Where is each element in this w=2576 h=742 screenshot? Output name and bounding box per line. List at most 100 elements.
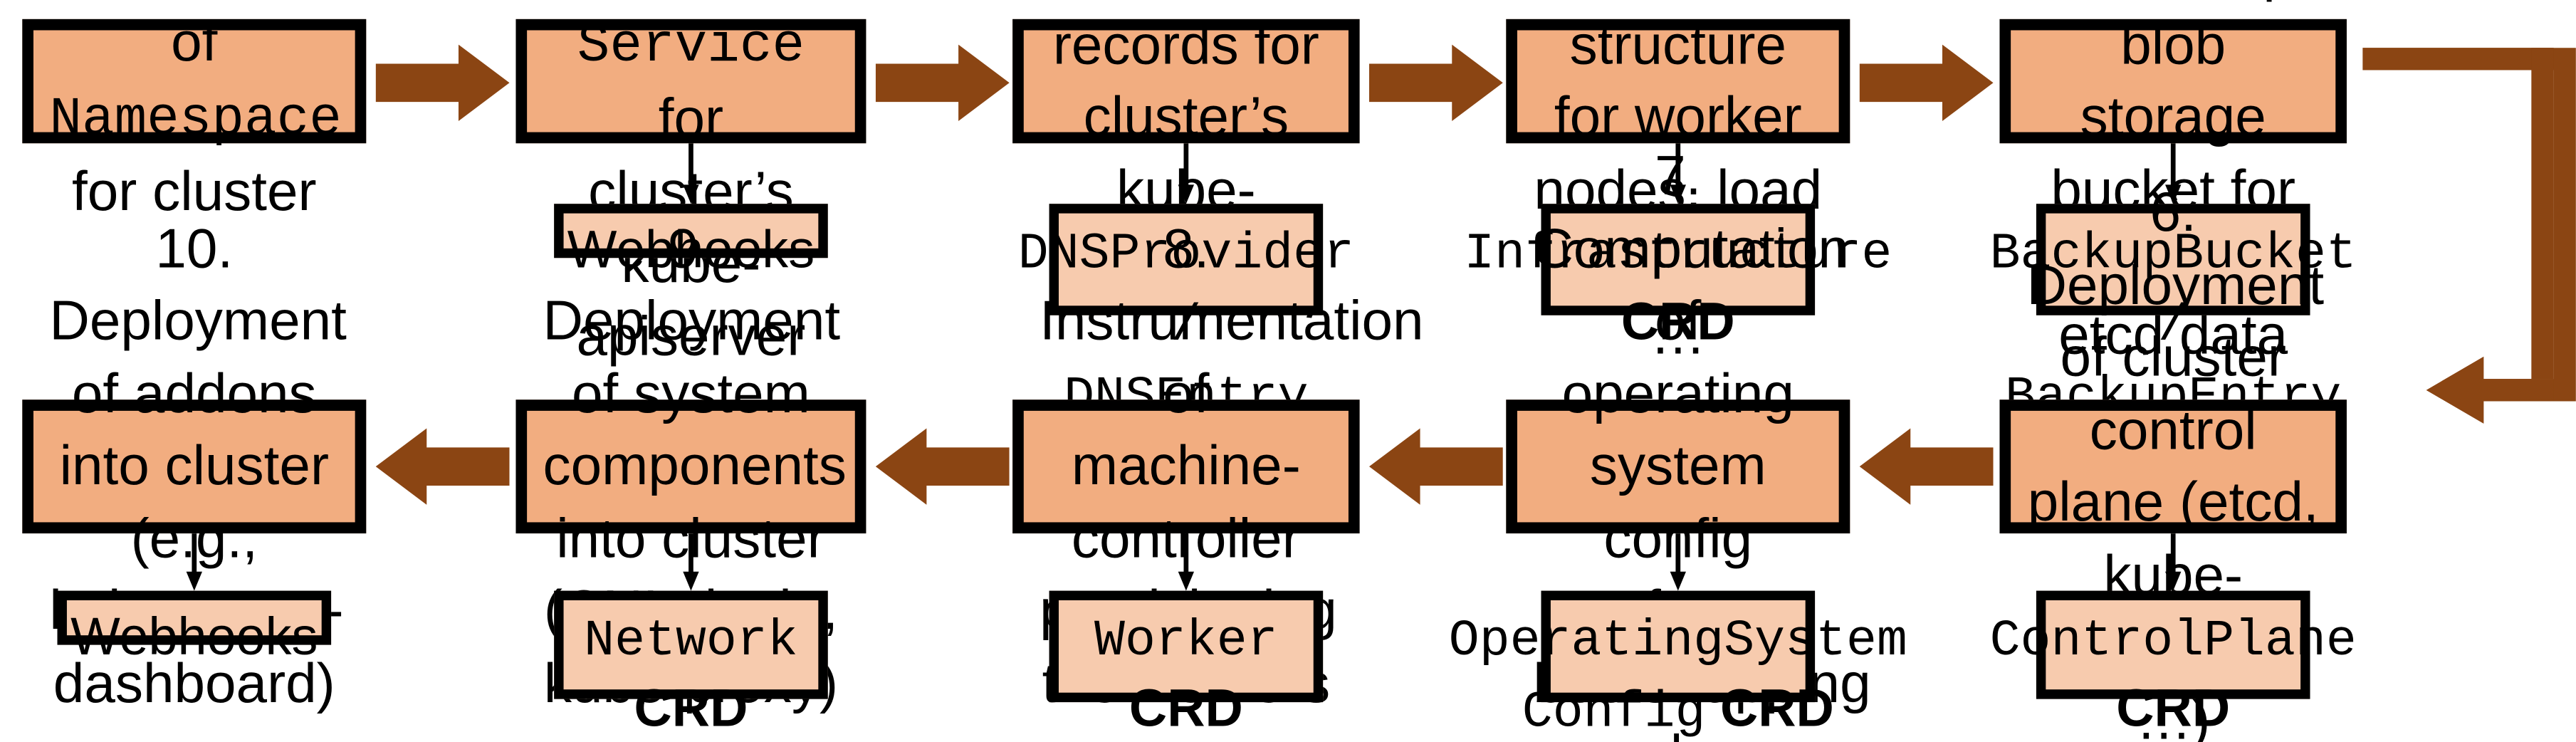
text-run: for (658, 88, 724, 150)
flow-arrow-4-to-5 (1859, 44, 1994, 121)
text-line: Infrastructure (1464, 216, 1892, 288)
text-run: 7. Computation of (1533, 145, 1850, 352)
text-run: BackupBucket / (1989, 224, 2357, 355)
text-line: CRD (1094, 675, 1278, 742)
text-run: 9. Deployment of system (543, 217, 841, 425)
text-line: Webhooks (567, 216, 815, 283)
text-run: 4. Preparation of infra- (1534, 0, 1822, 3)
text-run: Namespace (49, 90, 342, 151)
sub-box-6-cell-1: ControlPlane CRD (1990, 600, 2357, 742)
step-1-text: 1. Creation of Namespace for cluster (49, 0, 342, 229)
flow-arrow-wrap-row1-to-row2 (2362, 48, 2576, 459)
flow-arrow-3-to-4 (1369, 44, 1503, 121)
text-run: Webhooks (70, 606, 318, 666)
text-line: balancer Service for (543, 0, 839, 156)
text-line: Webhooks (70, 603, 318, 670)
text-line: structure for worker (1533, 9, 1823, 153)
text-line: CRD (1464, 288, 1892, 355)
text-run: DNSProvider / (1017, 224, 1355, 355)
text-run: 1. Creation of (58, 0, 330, 74)
flow-arrow-8-to-9 (875, 428, 1010, 505)
text-run: CRD (634, 678, 748, 738)
text-line: ControlPlane CRD (1990, 603, 2357, 742)
sub-box-10-cell-1: Webhooks (67, 600, 322, 674)
text-run: balancer (584, 0, 797, 1)
text-line: 3. Creation of DNS (1040, 0, 1332, 9)
text-line: Config CRD (1449, 675, 1907, 742)
text-run: structure for worker (1554, 14, 1802, 148)
text-line: operating system config (1533, 358, 1823, 575)
sub-box-2[interactable]: Webhooks (554, 204, 828, 278)
text-line: for cluster (49, 156, 339, 229)
step-box-8[interactable]: 8. Instrumentation ofmachine-controllerp… (1012, 218, 1424, 714)
text-run: CRD (1705, 678, 1834, 738)
connector-step4-to-sub4 (1667, 143, 1689, 204)
text-run: Network (584, 611, 798, 671)
flow-arrow-6-to-7 (1859, 428, 1994, 505)
text-line: 6. Deployment of cluster (2026, 177, 2324, 394)
sub-box-9-cell-1: Network CRD (564, 600, 819, 742)
sub-box-3[interactable]: DNSProvider /DNSEntry CRD (1018, 204, 1354, 493)
sub-box-9[interactable]: Network CRD Webhooks (554, 590, 828, 737)
connector-step2-to-sub2 (680, 143, 702, 204)
text-line: control plane (etcd, (2026, 394, 2319, 538)
text-line: Namespace (49, 79, 342, 156)
text-run: CRD (1129, 678, 1243, 738)
text-line: OperatingSystem (1449, 603, 1907, 675)
text-run: 8. Instrumentation of (1040, 217, 1424, 425)
flow-arrow-2-to-3 (875, 44, 1010, 121)
text-run: OperatingSystem (1448, 611, 1907, 671)
step-box-5[interactable]: 5. Preparation of backupblob storage buc… (1999, 0, 2347, 365)
text-run: Infrastructure (1464, 224, 1892, 284)
text-run: operating system config (1561, 362, 1794, 570)
text-run: 5. Preparation of backup (2029, 0, 2318, 3)
sub-box-2-cell-1: Webhooks (564, 214, 819, 287)
flow-arrow-7-to-8 (1369, 428, 1503, 505)
step-box-3[interactable]: 3. Creation of DNSrecords for cluster’sk… (1012, 0, 1360, 293)
text-line: 1. Creation of (49, 0, 339, 79)
text-run: CRD (2116, 678, 2231, 738)
text-run: CRD (1621, 291, 1735, 350)
connector-step8-to-sub8 (1175, 533, 1197, 591)
connector-step7-to-sub7 (1667, 533, 1689, 591)
text-run: Webhooks (567, 219, 815, 279)
text-line: records for cluster’s (1040, 9, 1332, 153)
text-run: control plane (etcd, (2027, 399, 2319, 534)
text-run: Service (577, 17, 805, 78)
text-line: 5. Preparation of backup (2026, 0, 2319, 9)
flow-arrow-9-to-10 (375, 428, 510, 505)
text-line: into cluster (e.g., (49, 430, 339, 575)
text-line: BackupBucket / (1990, 216, 2357, 360)
step-box-2[interactable]: 2. Creation of loadbalancer Service forc… (515, 0, 866, 367)
text-run: ControlPlane (1989, 611, 2357, 671)
text-run: Worker (1094, 611, 1278, 671)
connector-step3-to-sub3 (1175, 143, 1197, 204)
text-line: 8. Instrumentation of (1040, 213, 1423, 430)
sub-box-6[interactable]: ControlPlane CRD Webhooks (1990, 590, 2357, 737)
connector-step5-to-sub5 (2162, 143, 2184, 204)
step-box-4[interactable]: 4. Preparation of infra-structure for wo… (1506, 0, 1850, 365)
text-run: 10. Deployment of addons (49, 217, 347, 425)
text-line: Network CRD (573, 603, 809, 742)
text-run: for cluster (72, 160, 317, 223)
connector-step10-to-sub10 (183, 533, 205, 591)
text-run: Config (1522, 683, 1706, 742)
text-run: records for cluster’s (1052, 14, 1319, 148)
sub-box-10[interactable]: Webhooks (57, 590, 332, 666)
text-run: into cluster (e.g., (59, 435, 330, 570)
text-line: 10. Deployment of addons (49, 213, 347, 430)
step-box-1[interactable]: 1. Creation of Namespace for cluster (22, 0, 367, 223)
text-line: 4. Preparation of infra- (1533, 0, 1823, 9)
text-line: 9. Deployment of system (543, 213, 841, 430)
